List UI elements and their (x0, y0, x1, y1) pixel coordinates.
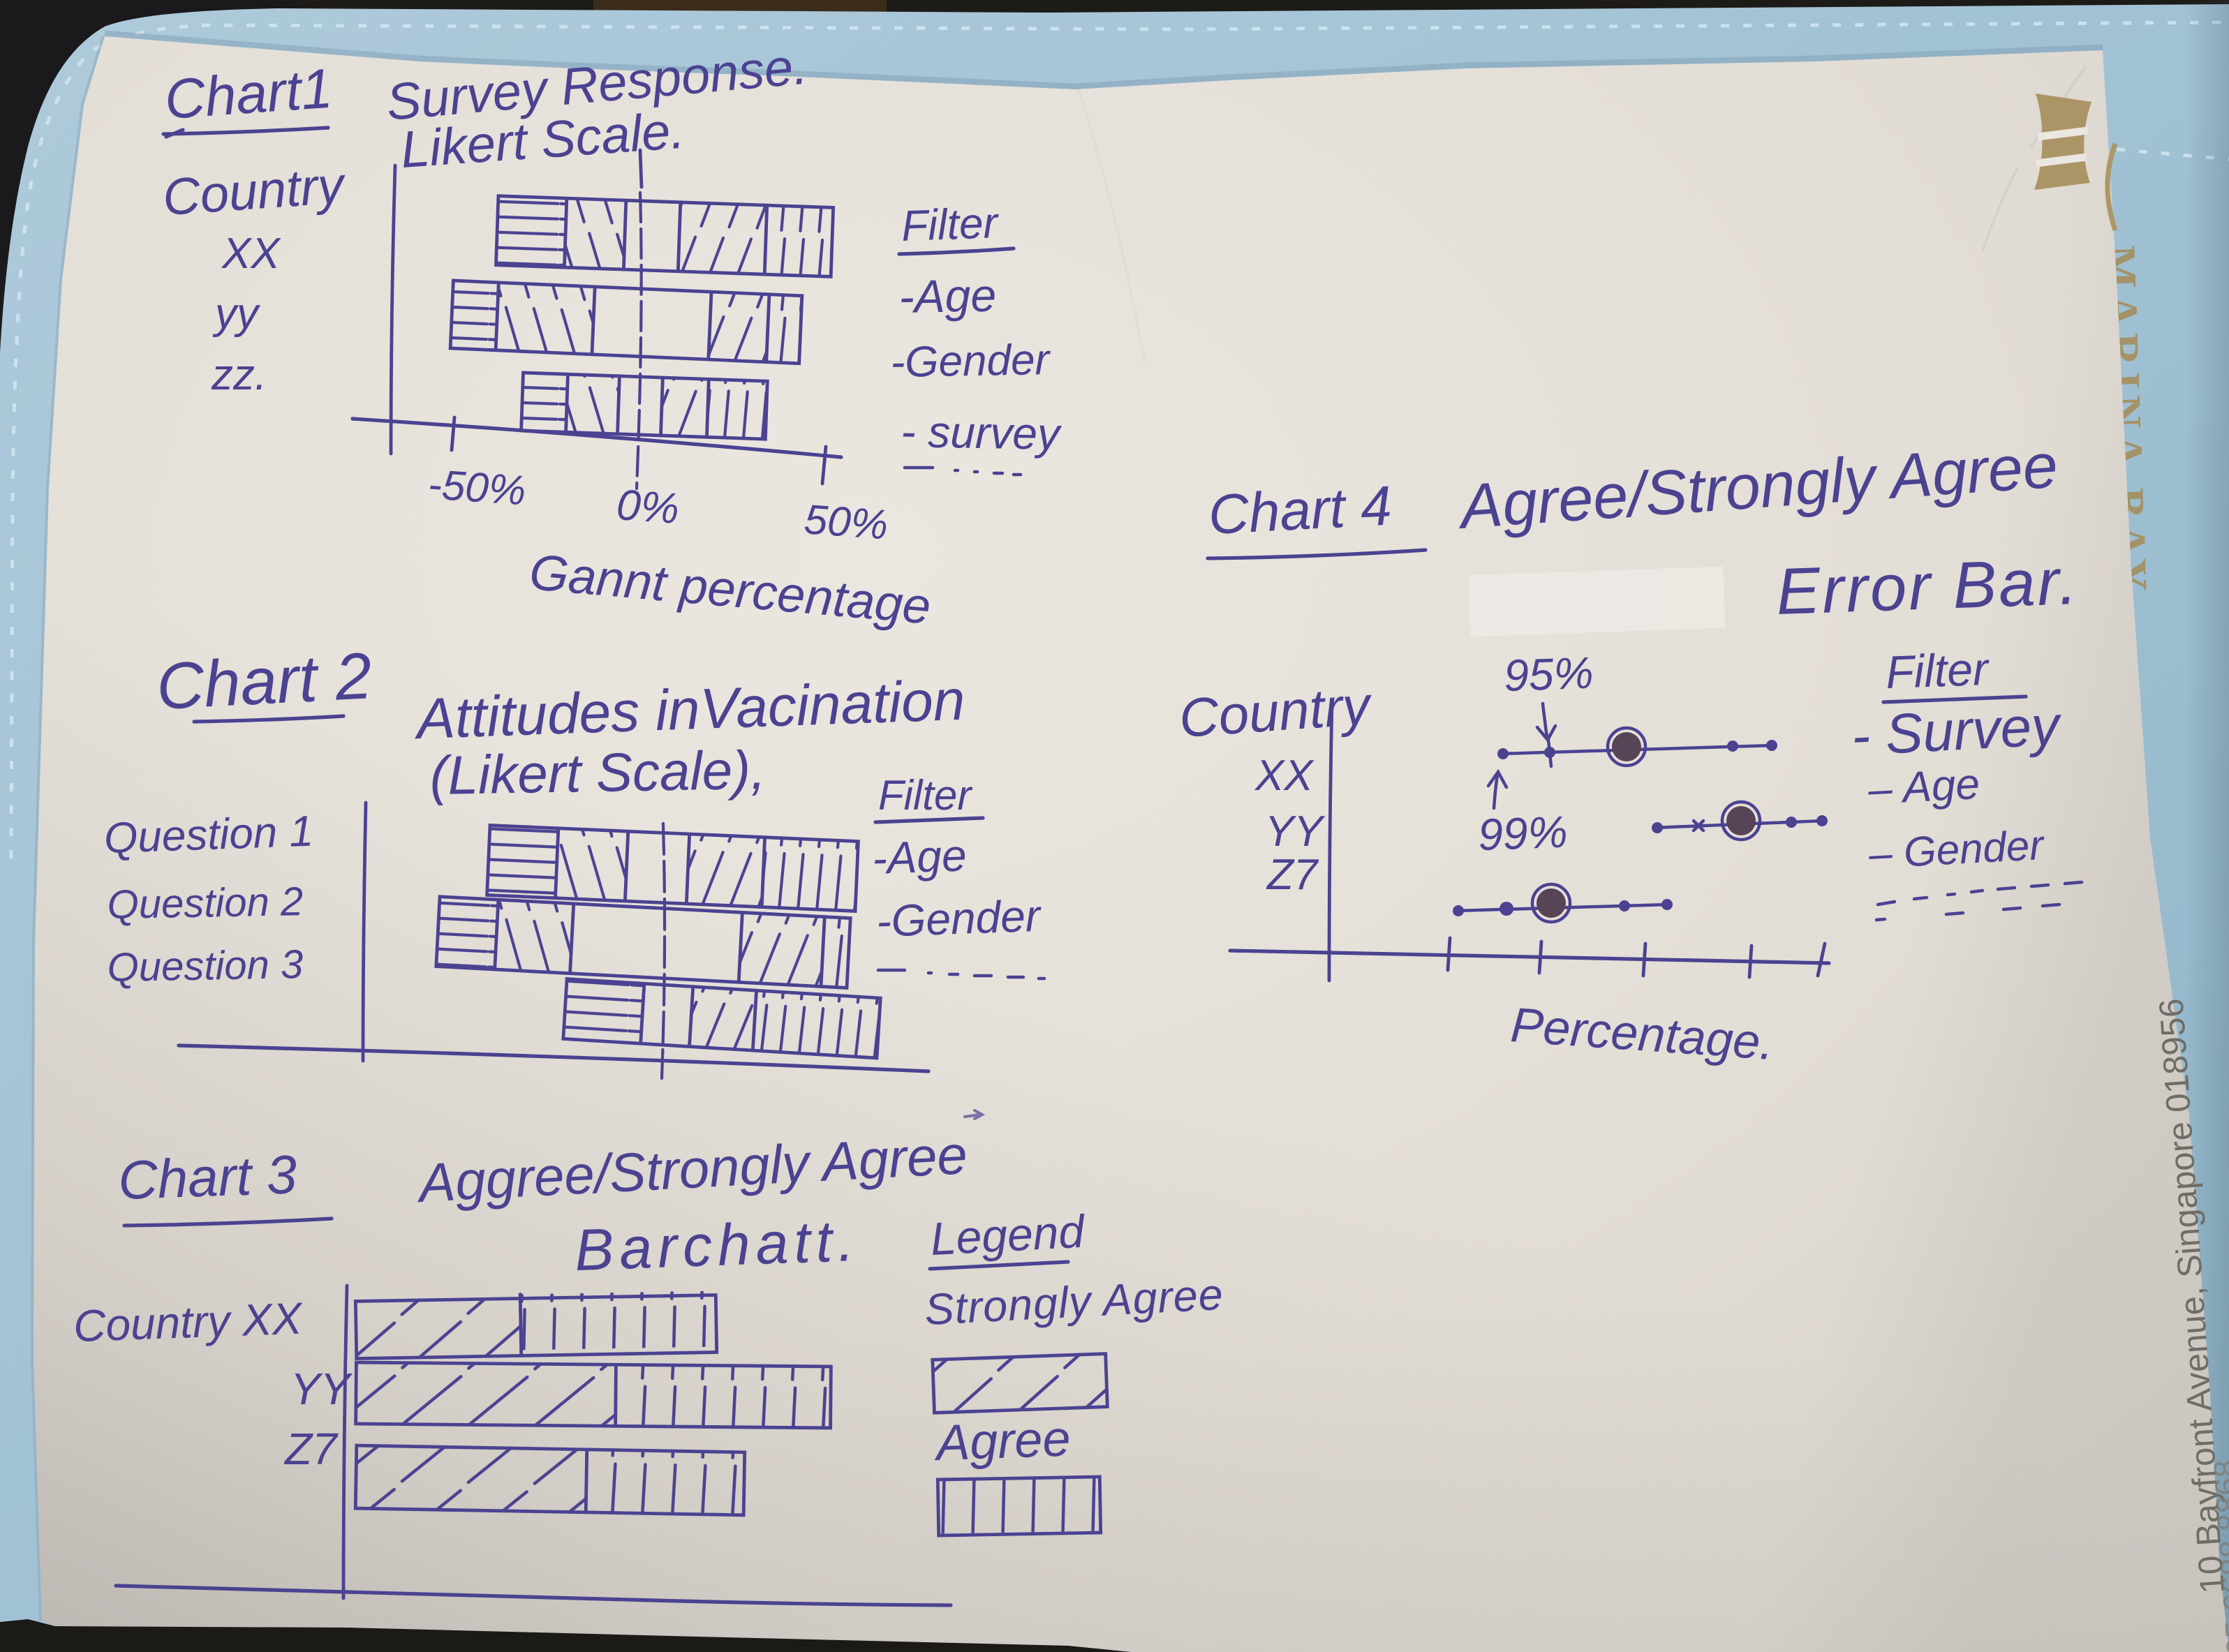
svg-text:yy: yy (212, 290, 261, 338)
svg-text:– Age: – Age (1866, 760, 1980, 814)
svg-text:-Age: -Age (871, 830, 968, 884)
svg-text:-Gender: -Gender (875, 891, 1043, 946)
svg-text:Country XX: Country XX (73, 1293, 304, 1351)
svg-text:- survey: - survey (901, 406, 1063, 459)
svg-text:Barchatt.: Barchatt. (574, 1207, 861, 1283)
svg-text:(Likert Scale),: (Likert Scale), (429, 739, 767, 806)
svg-text:Z7: Z7 (283, 1424, 339, 1474)
svg-text:Filter: Filter (901, 199, 1000, 251)
svg-text:zz.: zz. (211, 351, 267, 399)
svg-text:-50%: -50% (427, 461, 527, 514)
svg-text:- Survey: - Survey (1850, 694, 2064, 767)
svg-text:Filter: Filter (1885, 643, 1991, 698)
svg-text:Agree: Agree (933, 1411, 1072, 1471)
svg-text:Chart1: Chart1 (163, 57, 334, 131)
svg-text:95%: 95% (1503, 648, 1594, 701)
svg-text:-Gender: -Gender (890, 336, 1051, 387)
svg-text:YY: YY (1265, 808, 1326, 856)
svg-text:XX: XX (221, 230, 281, 278)
svg-text:Chart 3: Chart 3 (117, 1143, 298, 1211)
svg-text:Chart 2: Chart 2 (155, 639, 373, 723)
svg-text:– Gender: – Gender (1867, 821, 2045, 877)
svg-text:Question 3: Question 3 (107, 942, 304, 990)
svg-text:Filter: Filter (878, 772, 972, 819)
svg-text:Question 2: Question 2 (107, 879, 304, 928)
svg-text:0%: 0% (615, 481, 681, 533)
svg-text:50%: 50% (803, 496, 889, 548)
svg-text:Country: Country (1177, 674, 1375, 749)
svg-text:Question 1: Question 1 (103, 808, 314, 863)
svg-text:-Age: -Age (898, 269, 997, 322)
svg-text:99%: 99% (1477, 807, 1569, 860)
svg-text:XX: XX (1254, 752, 1315, 800)
svg-text:Z7: Z7 (1266, 851, 1319, 899)
svg-text:YY: YY (290, 1364, 353, 1414)
svg-text:Legend: Legend (929, 1205, 1087, 1265)
svg-text:Chart 4: Chart 4 (1207, 474, 1393, 546)
svg-text:Error Bar.: Error Bar. (1775, 544, 2080, 628)
svg-text:Country: Country (161, 156, 348, 226)
